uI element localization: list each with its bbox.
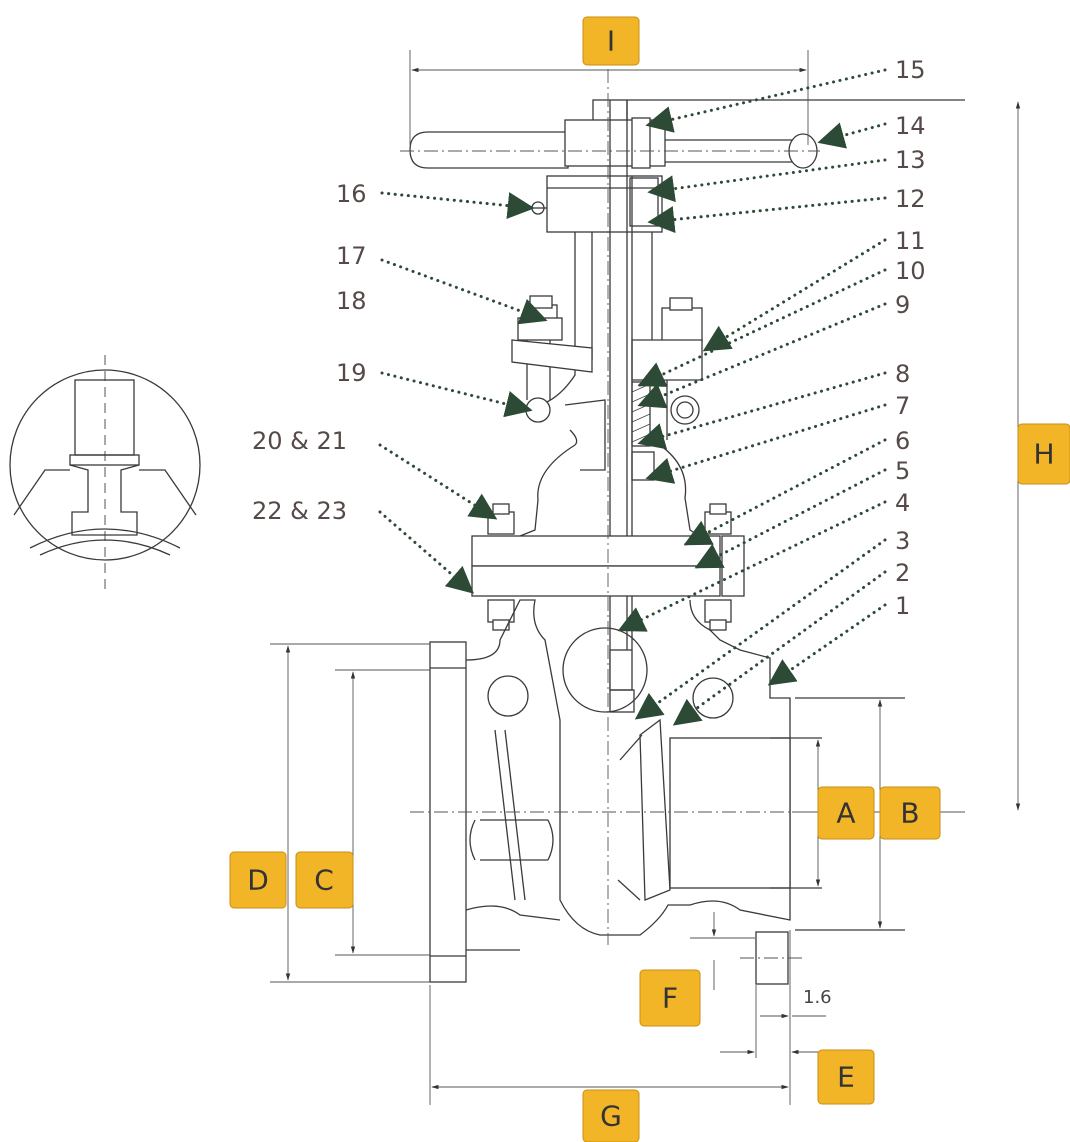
dimension-tag-d: D <box>229 851 287 909</box>
dimension-tags: I H A B D C F E <box>229 16 1070 1142</box>
valve-upper-assembly <box>400 99 965 690</box>
part-number-5: 5 <box>895 457 910 485</box>
dimension-tag-h: H <box>1017 423 1070 485</box>
dimension-tag-c: C <box>295 851 354 909</box>
svg-text:H: H <box>1033 438 1054 471</box>
part-number-22-23: 22 & 23 <box>252 497 347 525</box>
callout-leaders <box>378 68 887 726</box>
dimension-tag-f: F <box>639 969 701 1027</box>
part-number-16: 16 <box>336 180 367 208</box>
svg-text:C: C <box>314 864 334 897</box>
part-number-19: 19 <box>336 359 367 387</box>
part-number-14: 14 <box>895 112 926 140</box>
part-number-labels: 15 14 13 12 11 10 9 8 7 6 5 4 3 2 1 16 1… <box>252 56 926 620</box>
part-number-18: 18 <box>336 287 367 315</box>
dimension-tag-b: B <box>879 786 941 840</box>
svg-text:G: G <box>600 1100 622 1133</box>
part-number-13: 13 <box>895 146 926 174</box>
dimension-tag-i: I <box>582 16 640 66</box>
part-number-4: 4 <box>895 489 910 517</box>
detail-view-stem-disc-connection <box>9 355 201 590</box>
part-number-6: 6 <box>895 427 910 455</box>
part-number-20-21: 20 & 21 <box>252 427 347 455</box>
svg-text:F: F <box>662 982 678 1015</box>
part-number-3: 3 <box>895 527 910 555</box>
dimension-note-1-6: 1.6 <box>803 987 832 1008</box>
dimension-tag-g: G <box>582 1089 640 1142</box>
part-number-9: 9 <box>895 291 910 319</box>
svg-text:E: E <box>837 1061 855 1094</box>
part-number-7: 7 <box>895 392 910 420</box>
part-number-11: 11 <box>895 227 926 255</box>
part-number-2: 2 <box>895 559 910 587</box>
part-number-15: 15 <box>895 56 926 84</box>
part-number-1: 1 <box>895 592 910 620</box>
part-number-12: 12 <box>895 185 926 213</box>
svg-text:A: A <box>836 797 855 830</box>
dimension-tag-e: E <box>817 1049 875 1105</box>
dimension-tag-a: A <box>817 786 875 840</box>
svg-text:D: D <box>247 864 269 897</box>
part-number-10: 10 <box>895 257 926 285</box>
svg-text:B: B <box>900 797 919 830</box>
svg-text:I: I <box>607 25 615 58</box>
part-number-8: 8 <box>895 360 910 388</box>
valve-body <box>410 45 965 985</box>
part-number-17: 17 <box>336 242 367 270</box>
